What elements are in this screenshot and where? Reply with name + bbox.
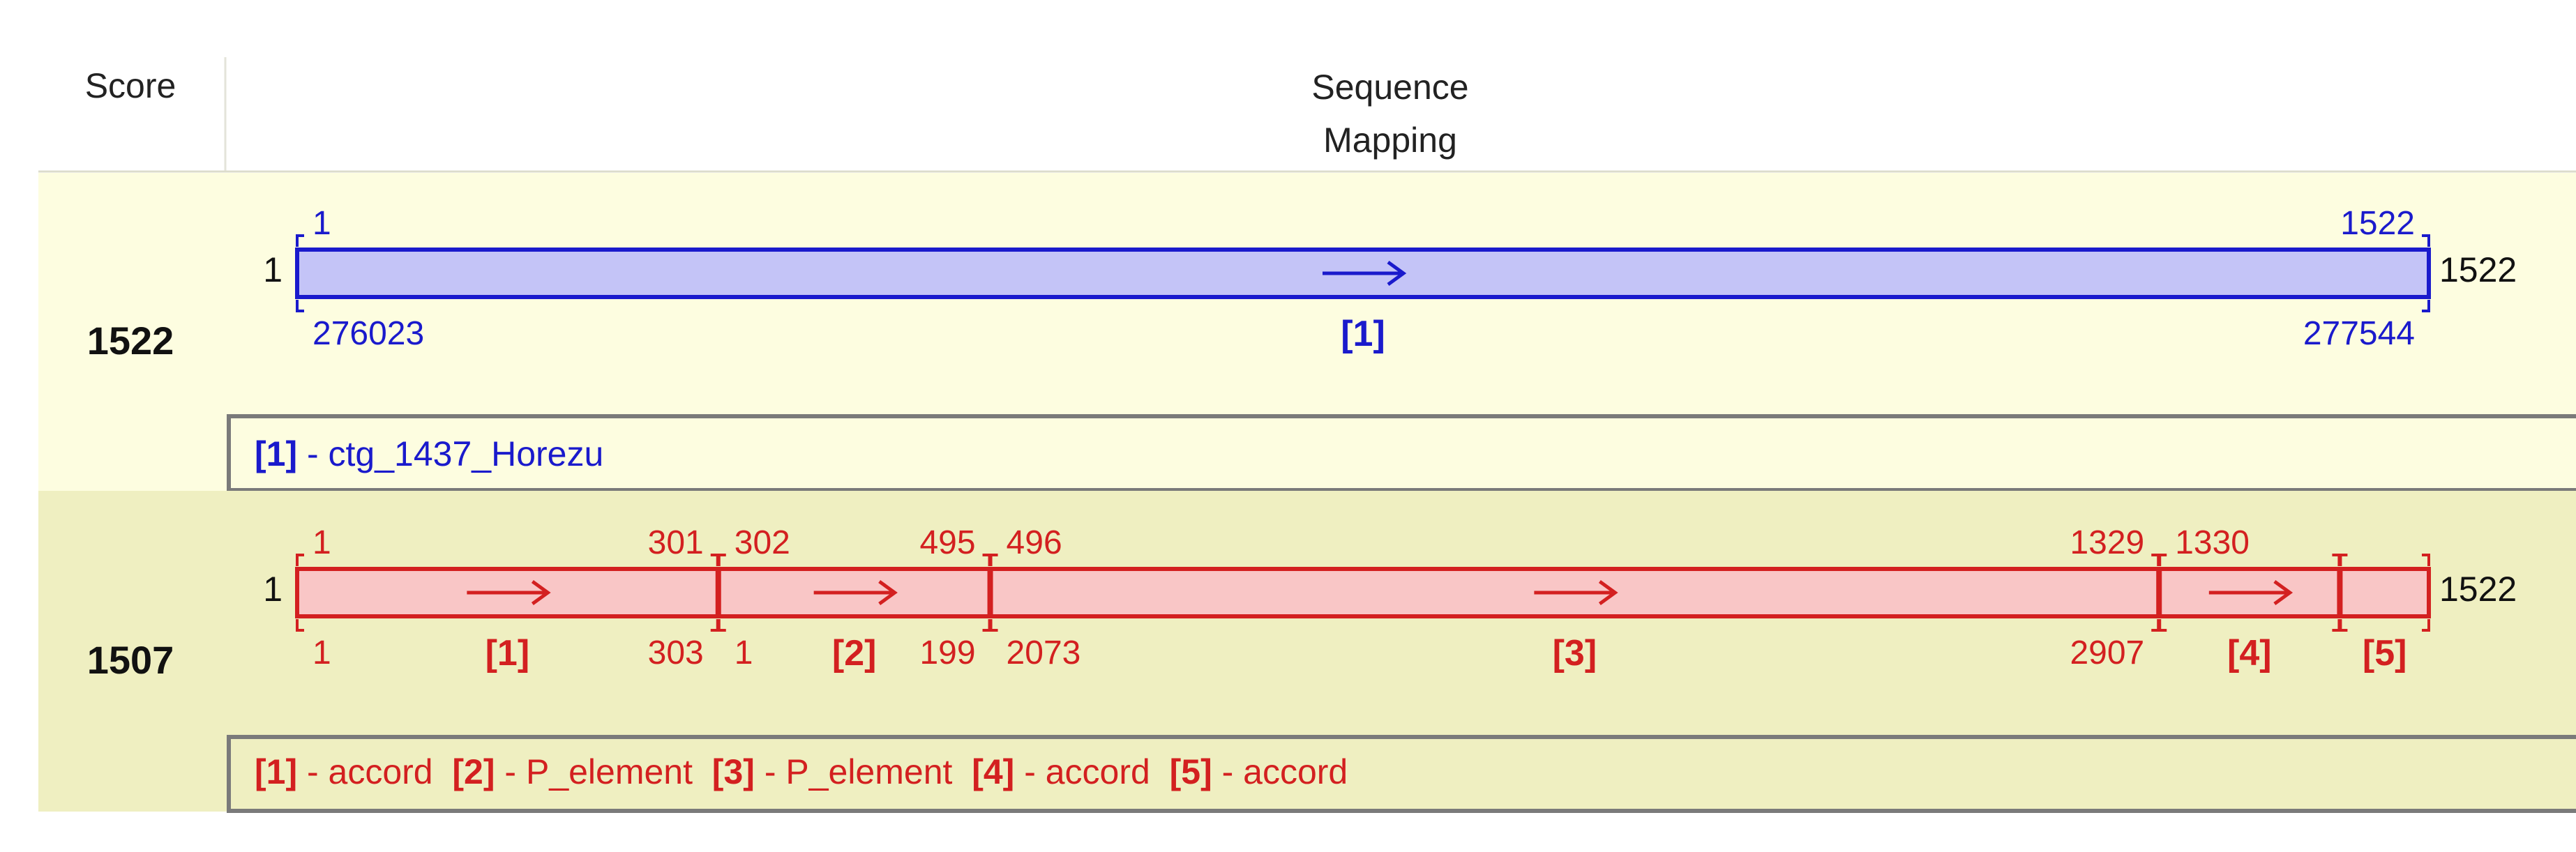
segment-track: 1 1522 276023 277544 [1] — [295, 205, 2431, 354]
segment-bar[interactable] — [2338, 567, 2432, 618]
legend-item-name[interactable]: - ctg_1437_Horezu — [297, 434, 603, 473]
query-coord-start-label: 1 — [735, 634, 753, 671]
subject-end-label: 1329 — [2070, 524, 2144, 561]
query-coord-end-label: 277544 — [2303, 315, 2415, 352]
result-row: 1522 1 1522 1 1522 276023 277544 [1] [1] - c… — [38, 173, 2576, 492]
right-arrow-icon — [1534, 579, 1618, 606]
query-coord-end-label: 303 — [648, 634, 704, 671]
score-value: 1522 — [87, 319, 174, 363]
segment-id-label: [1] — [485, 633, 530, 674]
table-header: Score Sequence Mapping — [38, 57, 2576, 173]
right-arrow-icon — [813, 579, 898, 606]
boundary-brackets — [2339, 554, 2430, 632]
row-background — [38, 491, 2576, 812]
segment-id-label: [1] — [1341, 314, 1385, 354]
segment-id-label: [3] — [1553, 633, 1597, 674]
subject-start-label: 496 — [1007, 524, 1062, 561]
subject-start-label: 1 — [312, 205, 331, 242]
segment-id-label: [2] — [832, 633, 877, 674]
query-start-label: 1 — [263, 250, 283, 289]
boundary-brackets — [717, 554, 991, 632]
query-start-label: 1 — [263, 570, 283, 609]
subject-end-label: 495 — [919, 524, 975, 561]
segment-5[interactable]: [5] — [2338, 554, 2432, 674]
legend-item-name[interactable]: - P_element — [495, 752, 693, 791]
segment-1[interactable]: 1 1522 276023 277544 [1] — [295, 205, 2431, 354]
boundary-brackets — [989, 554, 2160, 632]
legend-item-id: [5] — [1150, 752, 1212, 791]
segment-bar[interactable] — [988, 567, 2161, 618]
legend-item-name[interactable]: - accord — [1014, 752, 1150, 791]
query-coord-end-label: 199 — [919, 634, 975, 671]
segment-id-label: [4] — [2227, 633, 2272, 674]
legend-item-id: [4] — [952, 752, 1014, 791]
legend-box: [1] - ctg_1437_Horezu — [227, 414, 2576, 492]
legend-item-id: [3] — [693, 752, 755, 791]
subject-start-label: 1 — [312, 524, 331, 561]
legend-item-name[interactable]: - accord — [297, 752, 433, 791]
subject-end-label: 1522 — [2340, 205, 2415, 242]
legend-item-name[interactable]: - accord — [1212, 752, 1348, 791]
query-coord-end-label: 2907 — [2070, 634, 2144, 671]
segment-1[interactable]: 1 301 1 303 [1] — [295, 524, 720, 674]
query-end-label: 1522 — [2439, 570, 2517, 609]
right-arrow-icon — [1323, 260, 1407, 287]
right-arrow-icon — [467, 579, 551, 606]
subject-end-label: 301 — [648, 524, 704, 561]
segment-2[interactable]: 302 495 1 199 [2] — [716, 524, 992, 674]
segment-track: 1 301 1 303 [1] 302 495 1 199 [2] 496 1329 2073 2907 [… — [295, 524, 2432, 674]
segment-3[interactable]: 496 1329 2073 2907 [3] — [988, 524, 2161, 674]
query-coord-start-label: 1 — [312, 634, 331, 671]
sequence-column-header[interactable]: Sequence — [1311, 68, 1468, 107]
row-background — [38, 173, 2576, 491]
query-coord-start-label: 2073 — [1007, 634, 1081, 671]
legend-text: [1] - ctg_1437_Horezu — [255, 434, 603, 473]
subject-start-label: 1330 — [2175, 524, 2250, 561]
legend-item-id: [1] — [255, 434, 297, 473]
boundary-brackets — [2158, 554, 2341, 632]
segment-bar[interactable] — [2157, 567, 2342, 618]
query-coord-start-label: 276023 — [312, 315, 424, 352]
segment-id-label: [5] — [2363, 633, 2407, 674]
score-value: 1507 — [87, 638, 174, 682]
legend-item-id: [1] — [255, 752, 297, 791]
mapping-column-header: Mapping — [1323, 121, 1457, 160]
legend-text: [1] - accord [2] - P_element [3] - P_ele… — [255, 752, 1348, 791]
legend-item-name[interactable]: - P_element — [755, 752, 953, 791]
legend-box: [1] - accord [2] - P_element [3] - P_ele… — [227, 735, 2576, 813]
segment-4[interactable]: 1330 [4] — [2157, 524, 2342, 674]
boundary-brackets — [296, 554, 719, 632]
right-arrow-icon — [2208, 579, 2293, 606]
subject-start-label: 302 — [735, 524, 790, 561]
query-end-label: 1522 — [2439, 250, 2517, 289]
legend-item-id: [2] — [433, 752, 495, 791]
score-column-header[interactable]: Score — [85, 66, 176, 105]
boundary-brackets — [296, 234, 2430, 312]
